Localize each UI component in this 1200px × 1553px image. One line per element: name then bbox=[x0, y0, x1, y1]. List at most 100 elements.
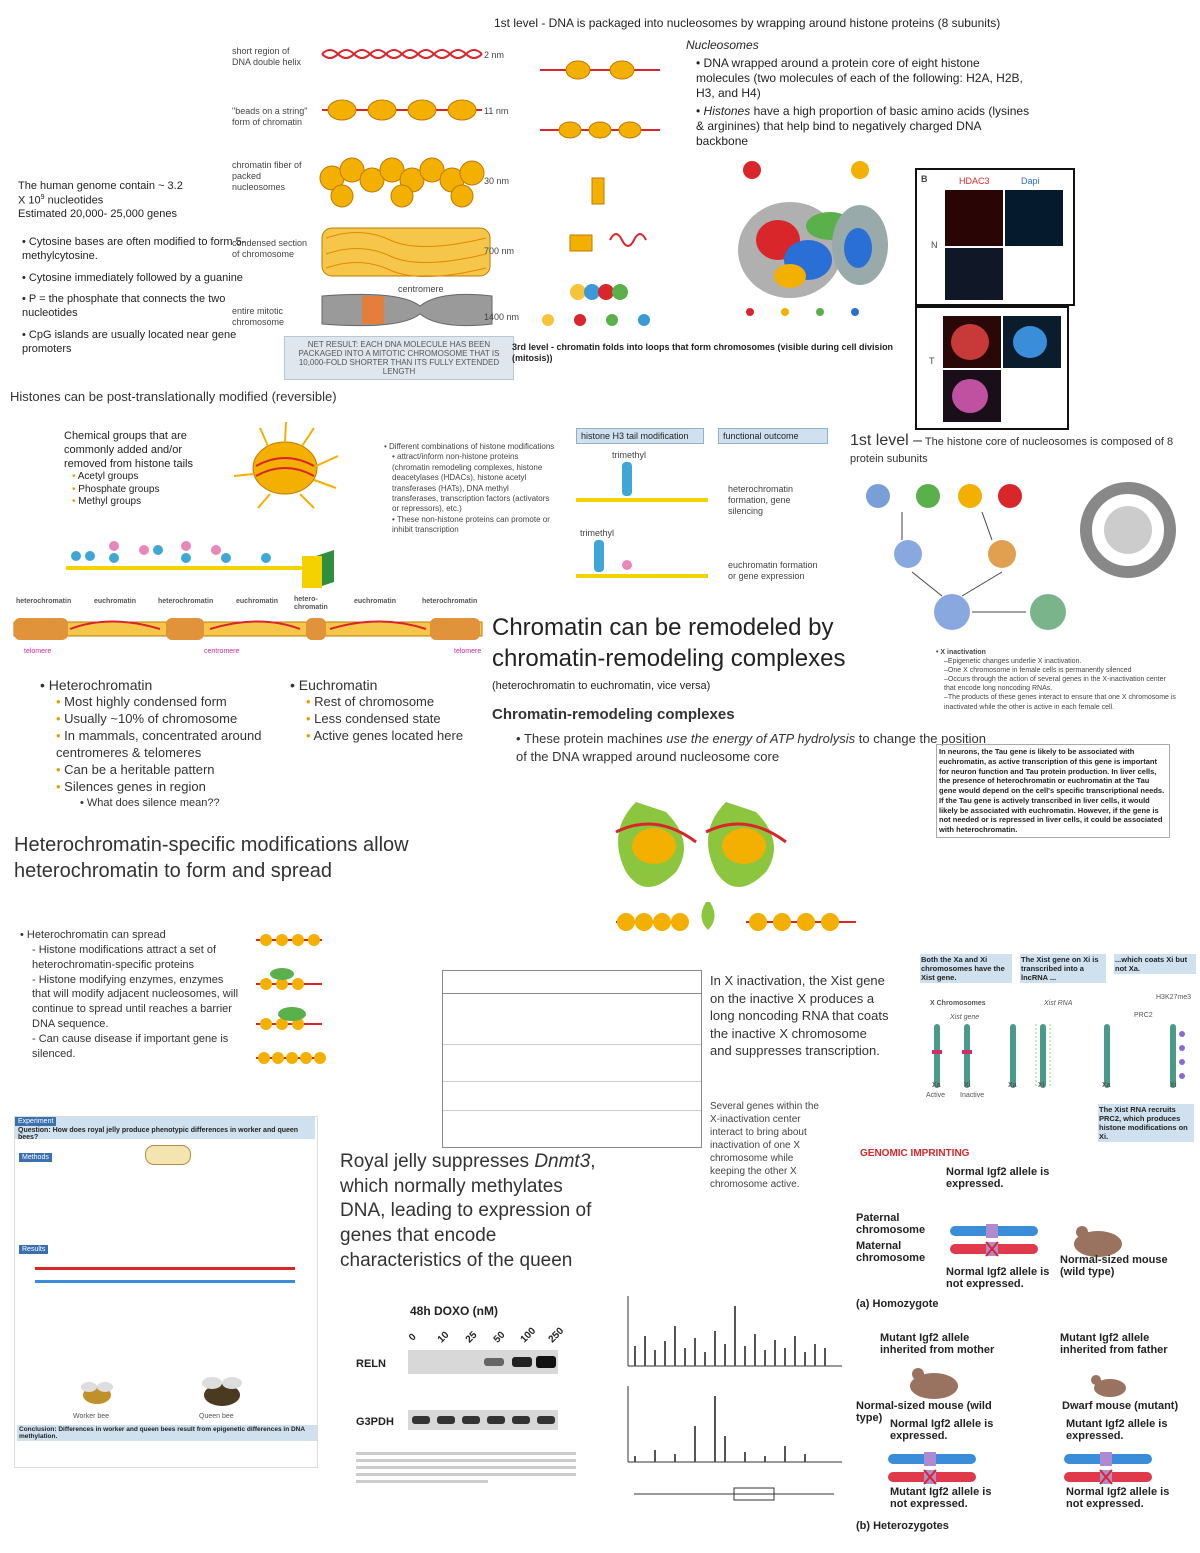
panel-t-label: T bbox=[929, 356, 935, 367]
bead-2 bbox=[368, 100, 396, 120]
band-label-3: heterochromatin bbox=[158, 598, 213, 606]
royal-text-2: Dnmt3 bbox=[534, 1151, 590, 1172]
xist-text: In X inactivation, the Xist gene on the … bbox=[710, 972, 890, 1060]
combo-bullet-1: Different combinations of histone modifi… bbox=[389, 442, 554, 451]
hdac3-panel-top: B HDAC3 Dapi N Merge bbox=[915, 168, 1075, 306]
xist-step-3: ...which coats Xi but not Xa. bbox=[1114, 954, 1196, 974]
imprint-chroms-a bbox=[950, 1222, 1042, 1262]
extended-section bbox=[322, 228, 490, 276]
h3-col-header-2: functional outcome bbox=[718, 428, 828, 444]
chem-phosphate: Phosphate groups bbox=[78, 484, 159, 495]
histone-icon-2 bbox=[851, 161, 869, 179]
cyt-bullet-1: Cytosine bases are often modified to for… bbox=[22, 236, 245, 262]
nuc-bullet-1: DNA wrapped around a protein core of eig… bbox=[696, 56, 1023, 100]
genome-line-2c: nucleotides bbox=[45, 194, 104, 206]
spread-svg bbox=[252, 912, 422, 1082]
spread-figure bbox=[252, 912, 422, 1082]
eu-b2: Less condensed state bbox=[314, 711, 440, 726]
scale-30nm: 30 nm bbox=[484, 176, 509, 187]
genome-line-3: Estimated 20,000- 25,000 genes bbox=[18, 208, 218, 222]
scale-1400nm: 1400 nm bbox=[484, 312, 519, 323]
band-label-2: euchromatin bbox=[94, 598, 136, 606]
band-label-6: euchromatin bbox=[354, 598, 396, 606]
mouse-wild-icon-2 bbox=[904, 1362, 964, 1402]
chem-acetyl: Acetyl groups bbox=[78, 471, 139, 482]
remodel-b1b: use the energy of ATP hydrolysis bbox=[666, 731, 855, 746]
chromatin-fiber bbox=[320, 158, 484, 207]
experiment-tab: Experiment bbox=[15, 1117, 56, 1126]
blot-caption bbox=[356, 1448, 576, 1520]
histone-lollipop-svg bbox=[66, 538, 356, 594]
xist-step-4: The Xist RNA recruits PRC2, which produc… bbox=[1098, 1104, 1194, 1142]
wild-type-label: Normal-sized mouse (wild type) bbox=[1060, 1254, 1190, 1278]
centromere-band-label: centromere bbox=[204, 648, 239, 656]
gapdh-band-strip bbox=[408, 1410, 558, 1430]
acetyl-mark bbox=[622, 560, 632, 570]
worker-bee-label: Worker bee bbox=[73, 1413, 109, 1421]
h3-tail-bar-2 bbox=[576, 574, 708, 578]
combo-bullet-2: attract/inform non-histone proteins (chr… bbox=[392, 452, 549, 513]
dose-0: 0 bbox=[407, 1332, 419, 1344]
xist-rna-label: Xist RNA bbox=[1044, 1000, 1072, 1008]
cyt-bullet-3: P = the phosphate that connects the two … bbox=[22, 293, 225, 319]
genome-notes: The human genome contain ~ 3.2 X 109 nuc… bbox=[18, 180, 218, 222]
spread-title: Heterochromatin-specific modifications a… bbox=[14, 832, 414, 884]
xinact-head: X inactivation bbox=[940, 649, 986, 656]
hetero-b6: What does silence mean?? bbox=[87, 797, 220, 809]
spread-row-4 bbox=[256, 1052, 326, 1064]
h3-row2-outcome: euchromatin formation or gene expression bbox=[728, 560, 824, 582]
nucleosome-process-figure bbox=[530, 30, 670, 330]
xist-step-2: The Xist gene on Xi is transcribed into … bbox=[1020, 954, 1106, 983]
het1-normal-expr: Normal Igf2 allele is expressed. bbox=[890, 1418, 1000, 1442]
spread-row-1 bbox=[256, 934, 322, 946]
histone-icon-1 bbox=[743, 161, 761, 179]
maternal-not-expr-label: Normal Igf2 allele is not expressed. bbox=[946, 1266, 1056, 1290]
tumor-merge-image bbox=[943, 370, 1001, 422]
bead-1 bbox=[328, 100, 356, 120]
scale-11nm: 11 nm bbox=[484, 106, 508, 117]
chemical-groups: Chemical groups that are commonly added … bbox=[64, 430, 214, 509]
dna-strand-2 bbox=[322, 50, 482, 58]
genome-line-1: The human genome contain ~ 3.2 bbox=[18, 180, 218, 194]
pack-label-2: "beads on a string" form of chromatin bbox=[232, 106, 317, 128]
hetero-head: Heterochromatin bbox=[49, 677, 153, 693]
combo-bullet-3: These non-histone proteins can promote o… bbox=[392, 515, 550, 534]
nucleosome-process-svg bbox=[530, 30, 670, 330]
bead-3 bbox=[408, 100, 436, 120]
imprint-chroms-b2 bbox=[1064, 1450, 1156, 1490]
prc2-label: PRC2 bbox=[1134, 1012, 1153, 1020]
methylation-svg bbox=[614, 1286, 846, 1536]
xi-label-1: Xi bbox=[964, 1082, 971, 1090]
heterochromatin-list: Heterochromatin • Most highly condensed … bbox=[40, 676, 280, 810]
spread-row-3 bbox=[256, 1007, 322, 1030]
heterozygotes-label: (b) Heterozygotes bbox=[856, 1520, 949, 1532]
reln-band-50 bbox=[484, 1358, 504, 1366]
telomere-label-1: telomere bbox=[24, 648, 51, 656]
h3-row2-mod: trimethyl bbox=[580, 528, 614, 539]
reln-band-strip bbox=[408, 1350, 558, 1374]
hdac3-label: HDAC3 bbox=[959, 176, 990, 187]
spread-bullets: Heterochromatin can spread - Histone mod… bbox=[20, 928, 240, 1062]
reln-label: RELN bbox=[356, 1358, 386, 1370]
experiment-header: Experiment Question: How does royal jell… bbox=[15, 1117, 315, 1139]
tumor-dapi-image bbox=[1003, 316, 1061, 368]
paternal-expr-label: Normal Igf2 allele is expressed. bbox=[946, 1166, 1056, 1190]
remodeling-figure bbox=[606, 772, 866, 960]
dose-100: 100 bbox=[519, 1326, 539, 1346]
queen-bee-icon bbox=[199, 1373, 245, 1411]
chart-b-bars bbox=[634, 1396, 806, 1462]
worker-bee-icon bbox=[77, 1379, 117, 1409]
remodel-heading: Chromatin-remodeling complexes bbox=[492, 706, 735, 723]
xa-label-2: Xa bbox=[1008, 1082, 1017, 1090]
pack-label-1: short region of DNA double helix bbox=[232, 46, 302, 68]
tau-note: In neurons, the Tau gene is likely to be… bbox=[936, 744, 1170, 838]
mut-mother-label: Mutant Igf2 allele inherited from mother bbox=[880, 1332, 1000, 1356]
band-label-5: hetero-chromatin bbox=[294, 596, 330, 613]
histone-mod-title: Histones can be post-translationally mod… bbox=[10, 389, 337, 404]
spread-row-2 bbox=[256, 968, 322, 990]
scale-2nm: 2 nm bbox=[484, 50, 504, 61]
larva-icon bbox=[145, 1145, 191, 1165]
packing-svg bbox=[230, 28, 520, 386]
nucleosome-structure-svg bbox=[730, 150, 900, 320]
xa-label-1: Xa bbox=[932, 1082, 941, 1090]
